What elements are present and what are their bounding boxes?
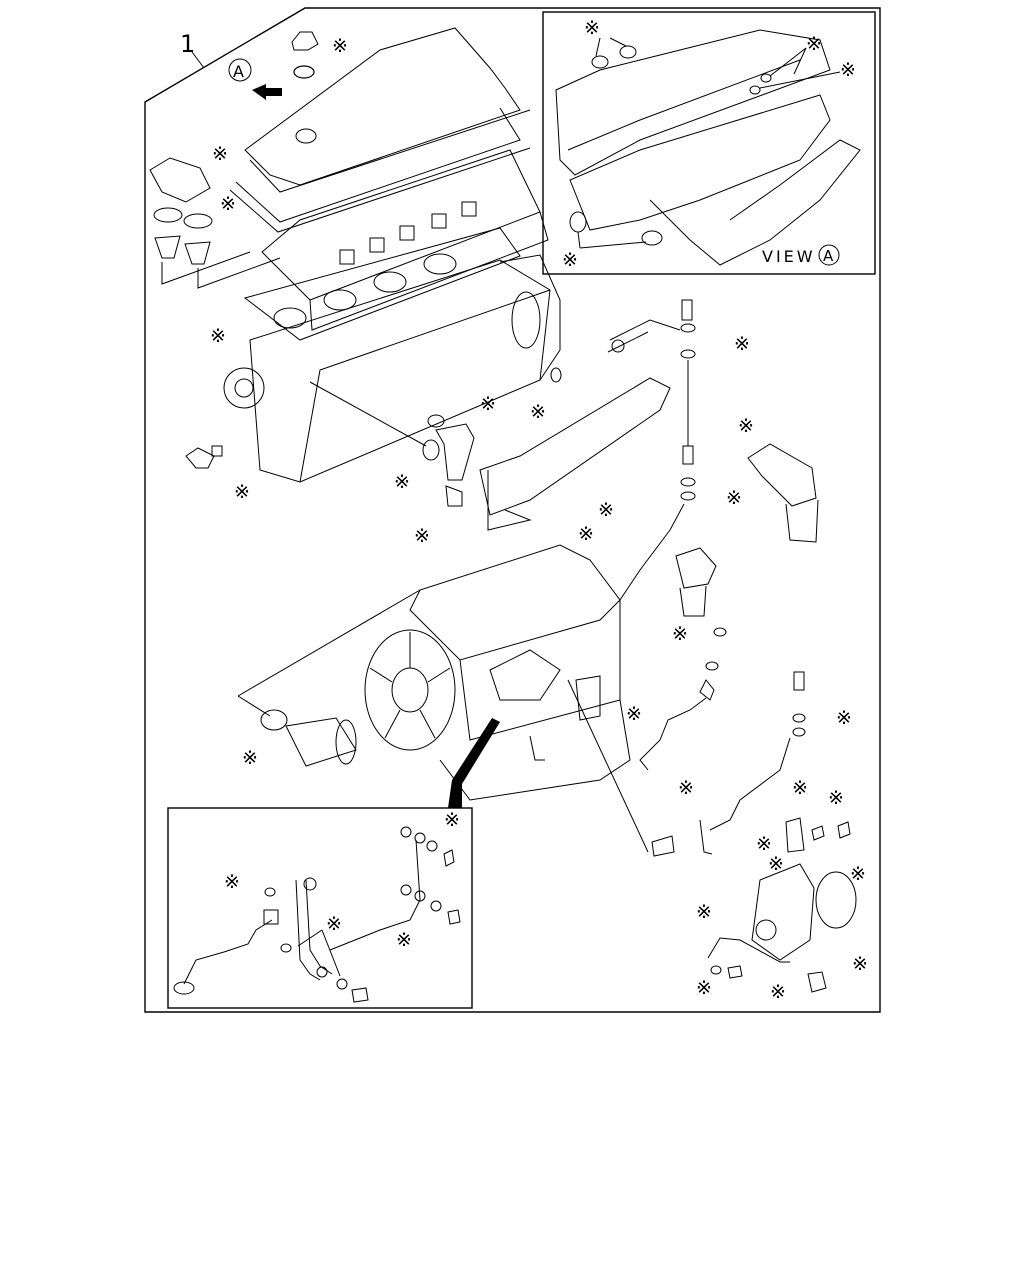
note-mark: ※: [672, 623, 688, 645]
note-mark: ※: [828, 787, 844, 809]
main-frame: [144, 7, 881, 1013]
note-mark: ※: [756, 833, 772, 855]
svg-text:A: A: [233, 62, 244, 81]
cylinder-head: [261, 149, 549, 331]
note-mark: ※: [852, 953, 868, 975]
callout-wedge: [448, 718, 500, 808]
note-mark: ※: [530, 401, 546, 423]
note-mark: ※: [396, 929, 412, 951]
note-mark: ※: [792, 777, 808, 799]
note-mark: ※: [806, 33, 822, 55]
svg-text:VIEW: VIEW: [762, 247, 816, 266]
note-mark: ※: [696, 977, 712, 999]
note-mark: ※: [480, 393, 496, 415]
item-leader: [191, 51, 205, 69]
view-a-marker: A: [228, 58, 252, 82]
svg-text:A: A: [823, 247, 834, 265]
rocker-cover: [244, 27, 531, 193]
note-mark: ※: [678, 777, 694, 799]
note-mark: ※: [598, 499, 614, 521]
view-a-caption: VIEW A: [762, 244, 840, 266]
note-mark: ※: [850, 863, 866, 885]
thermostat-housing: [149, 157, 281, 289]
note-mark: ※: [734, 333, 750, 355]
oil-cooler: [479, 367, 671, 531]
note-mark: ※: [212, 143, 228, 165]
item-number: 1: [180, 30, 195, 58]
note-mark: ※: [768, 853, 784, 875]
bottom-inset-frame: [167, 807, 473, 1009]
view-direction-arrow: [252, 84, 282, 100]
head-gasket: [229, 107, 531, 233]
note-mark: ※: [224, 871, 240, 893]
view-a-inset-frame: [542, 11, 876, 275]
fuel-filter-bracket: [747, 443, 819, 543]
view-a-cylinder-head: [555, 29, 861, 266]
note-mark: ※: [584, 17, 600, 39]
cylinder-gasket: [243, 227, 521, 341]
note-mark: ※: [414, 525, 430, 547]
note-mark: ※: [562, 249, 578, 271]
note-mark: ※: [332, 35, 348, 57]
note-mark: ※: [394, 471, 410, 493]
note-mark: ※: [836, 707, 852, 729]
note-mark: ※: [220, 193, 236, 215]
note-marks: ※ ※ ※ ※ ※ ※ ※ ※ ※ ※ ※ ※ ※ ※ ※ ※ ※ ※ ※ ※ …: [210, 35, 868, 1003]
water-pump: [707, 817, 857, 993]
note-mark: ※: [234, 481, 250, 503]
note-mark: ※: [444, 809, 460, 831]
note-mark: ※: [770, 981, 786, 1003]
filter-canister: [260, 709, 357, 767]
leader-line: [237, 695, 271, 717]
note-mark: ※: [242, 747, 258, 769]
lower-engine: [364, 544, 631, 801]
note-mark: ※: [578, 523, 594, 545]
note-mark: ※: [840, 59, 856, 81]
fuel-filter: [675, 547, 717, 617]
note-mark: ※: [210, 325, 226, 347]
note-mark: ※: [738, 415, 754, 437]
note-mark: ※: [326, 913, 342, 935]
note-mark: ※: [726, 487, 742, 509]
note-mark: ※: [626, 703, 642, 725]
drain-fitting: [185, 445, 223, 469]
oil-pipe-middle: [567, 627, 806, 857]
oil-pipe-detail: [173, 826, 461, 1003]
note-mark: ※: [696, 901, 712, 923]
oil-line-upper: [607, 299, 696, 601]
cylinder-block: [223, 254, 561, 483]
water-outlet: [309, 381, 475, 507]
leader-line: [237, 589, 421, 697]
